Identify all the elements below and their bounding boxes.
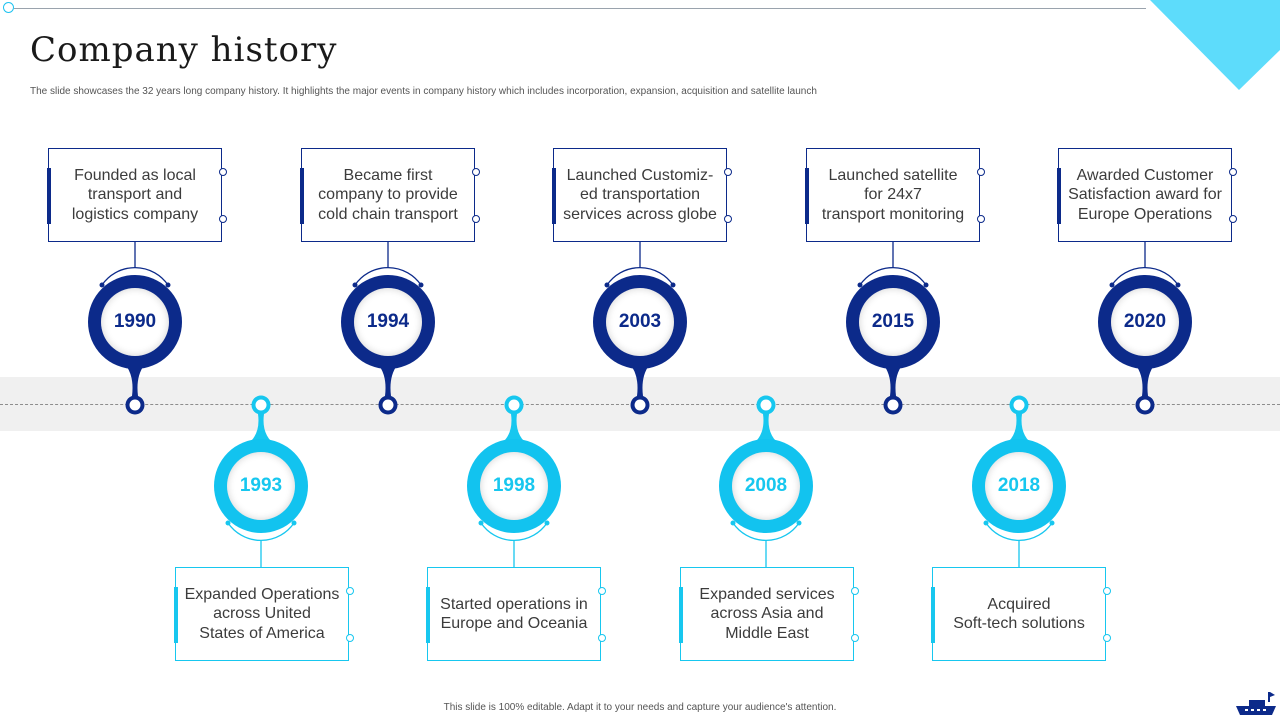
box-dot: [598, 587, 606, 595]
box-dot: [1229, 215, 1237, 223]
event-box-2020: Awarded Customer Satisfaction award for …: [1057, 148, 1237, 242]
year-label: 2020: [1111, 288, 1179, 356]
timeline-axis: [0, 404, 1280, 405]
box-dot: [598, 634, 606, 642]
box-dot: [346, 587, 354, 595]
box-dot: [346, 634, 354, 642]
box-accent-bar: [931, 587, 935, 643]
box-accent-bar: [300, 168, 304, 224]
box-dot: [977, 215, 985, 223]
event-text: Expanded Operations across United States…: [184, 585, 340, 642]
year-label: 2018: [985, 452, 1053, 520]
footer-note: This slide is 100% editable. Adapt it to…: [443, 702, 837, 713]
box-accent-bar: [174, 587, 178, 643]
event-box-2003: Launched Customiz- ed transportation ser…: [552, 148, 732, 242]
event-text: Launched Customiz- ed transportation ser…: [563, 166, 717, 223]
event-box-2018: Acquired Soft-tech solutions: [931, 567, 1111, 661]
header-rule-dot: [3, 2, 14, 13]
box-accent-bar: [552, 168, 556, 224]
box-dot: [851, 634, 859, 642]
year-label: 1990: [101, 288, 169, 356]
box-dot: [977, 168, 985, 176]
box-dot: [724, 168, 732, 176]
box-dot: [1103, 587, 1111, 595]
event-text: Awarded Customer Satisfaction award for …: [1068, 166, 1222, 223]
year-medal-2015: 2015: [846, 275, 940, 369]
year-label: 2008: [732, 452, 800, 520]
year-medal-2003: 2003: [593, 275, 687, 369]
year-medal-1993: 1993: [214, 439, 308, 533]
event-box-1990: Founded as local transport and logistics…: [47, 148, 227, 242]
event-box-2015: Launched satellite for 24x7 transport mo…: [805, 148, 985, 242]
header-rule: [14, 8, 1146, 9]
arc-end-dot: [796, 520, 802, 526]
box-accent-bar: [805, 168, 809, 224]
year-medal-1990: 1990: [88, 275, 182, 369]
event-text: Acquired Soft-tech solutions: [953, 595, 1085, 633]
box-dot: [1229, 168, 1237, 176]
year-medal-1994: 1994: [341, 275, 435, 369]
year-label: 1993: [227, 452, 295, 520]
event-text: Founded as local transport and logistics…: [71, 166, 199, 223]
box-dot: [219, 168, 227, 176]
year-label: 2015: [859, 288, 927, 356]
box-dot: [219, 215, 227, 223]
box-accent-bar: [47, 168, 51, 224]
event-text: Expanded services across Asia and Middle…: [699, 585, 835, 642]
year-label: 1994: [354, 288, 422, 356]
box-dot: [1103, 634, 1111, 642]
event-box-1994: Became first company to provide cold cha…: [300, 148, 480, 242]
box-dot: [472, 168, 480, 176]
box-dot: [472, 215, 480, 223]
box-dot: [851, 587, 859, 595]
box-dot: [724, 215, 732, 223]
page-subtitle: The slide showcases the 32 years long co…: [30, 86, 817, 97]
year-label: 1998: [480, 452, 548, 520]
arc-end-dot: [291, 520, 297, 526]
year-medal-2018: 2018: [972, 439, 1066, 533]
arc-end-dot: [1049, 520, 1055, 526]
box-accent-bar: [426, 587, 430, 643]
ship-icon: [1236, 692, 1276, 715]
event-text: Launched satellite for 24x7 transport mo…: [821, 166, 965, 223]
year-medal-1998: 1998: [467, 439, 561, 533]
box-accent-bar: [679, 587, 683, 643]
event-box-2008: Expanded services across Asia and Middle…: [679, 567, 859, 661]
event-text: Became first company to provide cold cha…: [318, 166, 458, 223]
page-title: Company history: [30, 30, 338, 70]
event-text: Started operations in Europe and Oceania: [440, 595, 588, 633]
year-medal-2020: 2020: [1098, 275, 1192, 369]
year-label: 2003: [606, 288, 674, 356]
year-medal-2008: 2008: [719, 439, 813, 533]
corner-triangle: [1150, 0, 1280, 90]
box-accent-bar: [1057, 168, 1061, 224]
event-box-1998: Started operations in Europe and Oceania: [426, 567, 606, 661]
event-box-1993: Expanded Operations across United States…: [174, 567, 354, 661]
arc-end-dot: [544, 520, 550, 526]
